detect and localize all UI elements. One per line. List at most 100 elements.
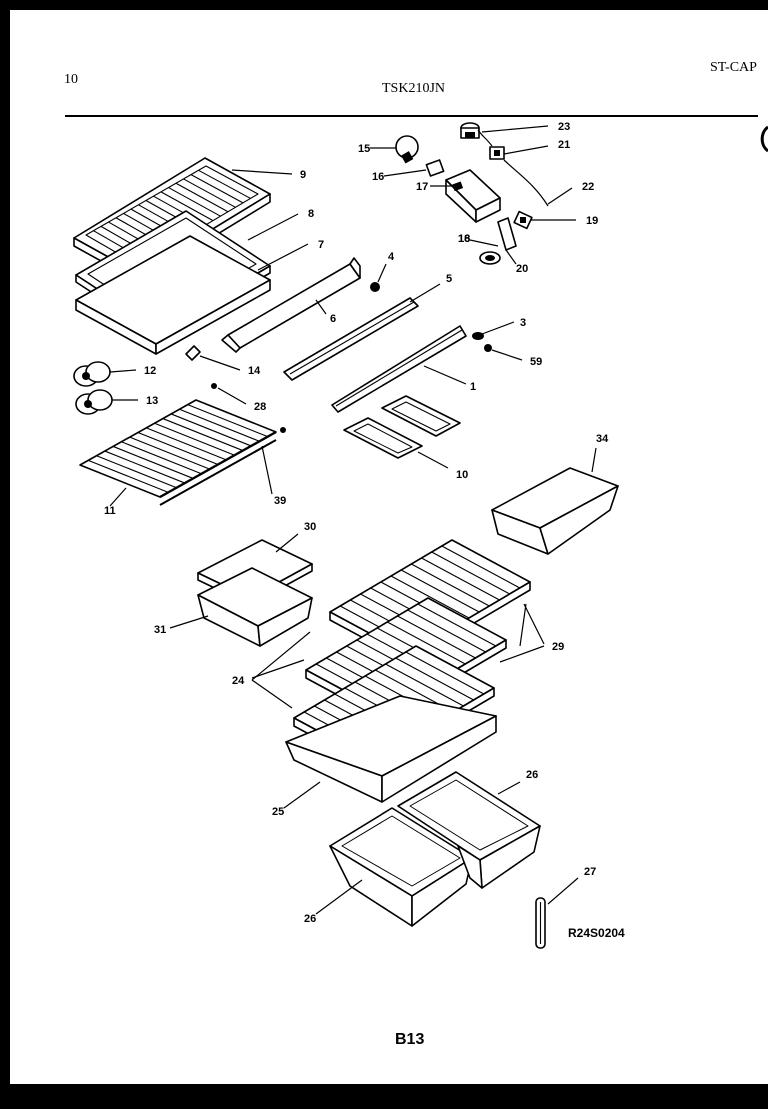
callout-label: 17 — [416, 181, 428, 193]
shelf-slat — [183, 178, 236, 208]
exploded-parts-diagram: 2315211691722818197451620631141259281334… — [65, 115, 768, 949]
section-code: ST-CAP — [710, 60, 757, 75]
callout-label: 21 — [558, 139, 570, 151]
part-22-wire — [503, 159, 549, 207]
part-26-crisper-right — [397, 771, 541, 889]
callout-leader — [383, 169, 427, 177]
shelf-slat — [397, 615, 476, 659]
callout-leader — [261, 445, 273, 495]
callout-label: 27 — [584, 866, 596, 878]
callout-label: 7 — [318, 239, 324, 251]
light-assembly — [395, 122, 549, 265]
part-59-screw — [484, 344, 492, 352]
callout-label: 59 — [530, 356, 542, 368]
shelf-slat — [387, 621, 466, 665]
shelf-wire — [162, 418, 244, 452]
callout-leader — [481, 125, 549, 133]
shelf-wire — [129, 436, 210, 470]
shelf-slat — [385, 663, 464, 707]
shelf-slat — [175, 182, 229, 213]
callout-leader — [217, 387, 247, 405]
callout-label: 4 — [388, 251, 395, 263]
shelf-wire — [154, 422, 235, 456]
part-16-socket — [425, 159, 445, 177]
shelf-slat — [168, 187, 221, 217]
shelf-wire — [187, 404, 268, 438]
shelf-wire — [96, 455, 177, 489]
callout-label: 28 — [254, 401, 266, 413]
shelf-slat — [395, 657, 474, 701]
callout-label: 6 — [330, 313, 336, 325]
callout-leader — [251, 679, 293, 709]
callout-label: 8 — [308, 208, 314, 220]
shelf-wire — [179, 408, 260, 442]
callout-leader — [169, 615, 209, 629]
callout-label: 39 — [274, 495, 286, 507]
shelf-slat — [407, 609, 486, 653]
callout-label: 24 — [232, 675, 245, 687]
part-20-clip — [497, 217, 517, 251]
callout-leader — [283, 781, 321, 809]
callout-label: 13 — [146, 395, 158, 407]
shelf-slat — [417, 603, 497, 647]
part-10-dairy-bins — [343, 395, 461, 459]
callout-label: 22 — [582, 181, 594, 193]
callout-label: 26 — [526, 769, 538, 781]
part-25-crisper-cover — [285, 695, 497, 803]
shelf-wire — [121, 441, 202, 475]
callout-leader — [497, 781, 521, 795]
reference-code: R24S0204 — [568, 926, 625, 940]
callout-label: 3 — [520, 317, 526, 329]
callout-leader — [315, 879, 363, 915]
callout-leader — [231, 169, 293, 175]
callout-label: 14 — [248, 365, 261, 377]
callout-label: 16 — [372, 171, 384, 183]
model-number: TSK210JN — [382, 81, 446, 96]
shelf-slat — [390, 575, 470, 619]
callout-leader — [275, 533, 299, 553]
callout-leader — [469, 239, 499, 247]
callout-leader — [481, 321, 515, 335]
part-5-rail — [283, 297, 419, 381]
callout-leader — [377, 263, 387, 283]
shelf-wire — [112, 445, 194, 479]
callout-leader — [251, 659, 305, 679]
callout-leader — [409, 283, 441, 303]
shelf-slat — [400, 569, 480, 613]
callout-label: 25 — [272, 806, 284, 818]
callout-leader — [547, 877, 579, 905]
callout-leader — [505, 249, 517, 265]
shelf-wire — [146, 427, 227, 461]
callout-label: 31 — [154, 624, 166, 636]
callout-label: 5 — [446, 273, 452, 285]
callout-label: 12 — [144, 365, 156, 377]
shelf-slat — [441, 545, 521, 589]
part-39-rod — [159, 439, 277, 506]
part-3-washer — [472, 332, 484, 340]
callout-leader — [547, 187, 573, 205]
binding-hole — [760, 125, 768, 153]
callout-label: 18 — [458, 233, 470, 245]
callout-leader — [491, 349, 523, 361]
callout-leader — [499, 645, 545, 663]
callout-leader — [423, 365, 467, 385]
part-12-roller — [73, 361, 111, 387]
part-6-shelf-bracket — [221, 257, 361, 353]
callout-label: 10 — [456, 469, 468, 481]
shelf-slat — [421, 557, 500, 601]
callout-label: 15 — [358, 143, 370, 155]
part-11-wire-shelf — [79, 399, 277, 506]
part-1-rail — [331, 325, 467, 413]
shelf-slat — [198, 169, 251, 199]
callout-label: 29 — [552, 641, 564, 653]
callout-label: 34 — [596, 433, 609, 445]
parts-sheet: 10 TSK210JN ST-CAP — [10, 10, 768, 1084]
callout-label: 1 — [470, 381, 476, 393]
callout-label: 30 — [304, 521, 316, 533]
callout-leader — [257, 243, 309, 271]
callout-leader — [199, 355, 241, 371]
callout-label: 9 — [300, 169, 306, 181]
part-31-pan — [197, 567, 313, 647]
part-34-bin — [491, 467, 619, 555]
shelf-wire — [88, 459, 169, 493]
